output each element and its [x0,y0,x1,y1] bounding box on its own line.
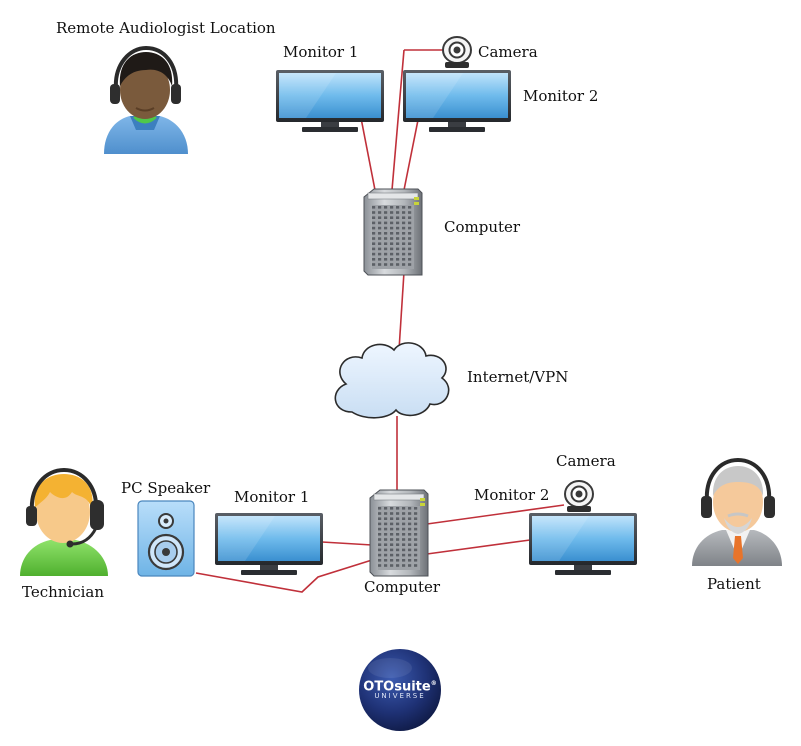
local-monitor-1 [215,513,323,575]
local-monitor-2-label: Monitor 2 [474,486,550,504]
speaker-icon [137,500,195,577]
patient-label: Patient [707,575,761,593]
remote-monitor-2 [403,70,511,132]
audiologist-icon [104,45,188,154]
remote-camera-label: Camera [478,43,538,61]
logo-subtitle: UNIVERSE [374,692,426,700]
remote-monitor-1-label: Monitor 1 [283,43,359,61]
local-computer-label: Computer [364,578,441,596]
local-monitor-1-label: Monitor 1 [234,488,310,506]
remote-monitor-1 [276,70,384,132]
remote-monitor-2-label: Monitor 2 [523,87,599,105]
network-label: Internet/VPN [467,368,569,386]
remote-camera-icon [442,36,472,69]
local-camera-icon [564,480,594,513]
cloud-icon [334,342,450,419]
logo-name: OTOsuite® [363,679,437,695]
logo-globe-icon [359,649,441,731]
technician-icon [20,467,108,576]
local-monitor-2 [529,513,637,575]
speaker-label: PC Speaker [121,479,211,497]
local-computer-tower-icon [369,489,429,577]
remote-computer-tower-icon [363,188,423,276]
local-camera-label: Camera [556,452,616,470]
connection-lines [195,49,565,593]
remote-computer-label: Computer [444,218,521,236]
remote-location-title: Remote Audiologist Location [56,19,276,37]
technician-label: Technician [22,583,105,601]
patient-icon [692,457,782,566]
